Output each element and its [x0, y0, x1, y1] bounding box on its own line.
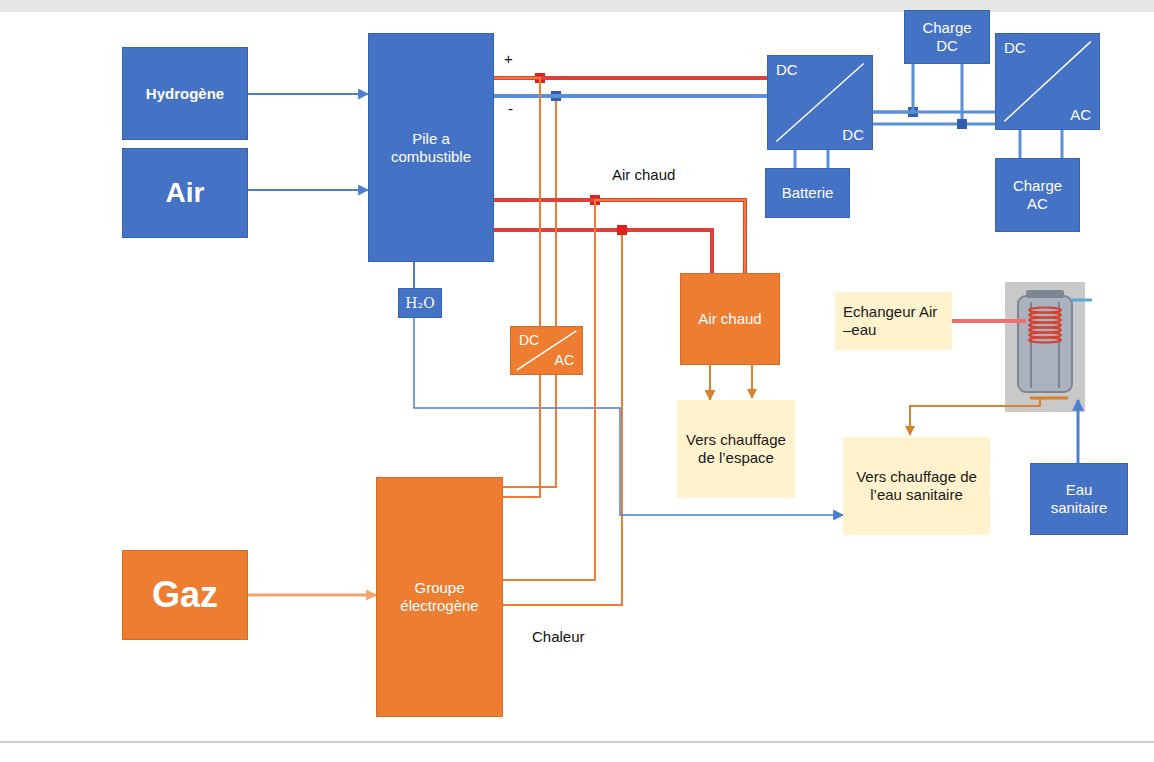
- connector-line: [873, 64, 913, 112]
- node-text: Groupe électrogène: [383, 579, 496, 615]
- node-text: AC: [1070, 106, 1091, 124]
- node-text: Gaz: [152, 573, 218, 616]
- exchanger-box: Echangeur Air –eau: [835, 292, 952, 350]
- input-box: Hydrogène: [122, 47, 248, 140]
- node-text: H₂O: [405, 295, 434, 312]
- wire: [503, 375, 556, 487]
- connector-arrow: [248, 93, 368, 95]
- connector-line: [1019, 130, 1022, 158]
- water-inlet: Eau sanitaire: [1030, 463, 1128, 535]
- fuel-cell: Pile a combustible: [368, 33, 494, 262]
- battery: Batterie: [765, 168, 850, 218]
- arrow: [910, 398, 1040, 435]
- wire: [873, 123, 995, 126]
- hot-air-pipe: [952, 319, 1026, 323]
- node-text: Eau sanitaire: [1037, 481, 1121, 517]
- connector-line: [794, 150, 797, 168]
- generator: Groupe électrogène: [376, 477, 503, 717]
- input-box: Air: [122, 148, 248, 238]
- connector-line: [413, 262, 415, 288]
- connector-line: [494, 78, 540, 326]
- dc-ac-converter: DC AC: [510, 326, 583, 375]
- heat-pipe: [503, 230, 622, 605]
- node-text: DC: [842, 126, 864, 144]
- node-text: Charge AC: [1002, 177, 1073, 213]
- node-text: Vers chauffage de l’eau sanitaire: [849, 468, 984, 504]
- water-tank: [1005, 282, 1092, 412]
- arrow: [1077, 400, 1080, 463]
- node-text: DC: [776, 61, 798, 79]
- output-box: Vers chauffage de l’espace: [677, 400, 795, 498]
- node-text: Hydrogène: [146, 85, 224, 103]
- node-text: Vers chauffage de l’espace: [683, 431, 789, 467]
- node-text: Air chaud: [698, 310, 761, 328]
- node-text: AC: [555, 352, 574, 369]
- hot-air-box: Air chaud: [680, 273, 780, 365]
- hot-air-pipe: [494, 230, 712, 273]
- ac-load: Charge AC: [995, 158, 1080, 232]
- connector-arrow: [709, 365, 711, 400]
- node-text: DC: [519, 332, 539, 349]
- connector-arrow: [248, 189, 368, 191]
- connector-line: [503, 375, 540, 497]
- terminal-sign: -: [508, 100, 513, 117]
- dc-dc-converter: DC DC: [767, 55, 873, 150]
- flow-label: Chaleur: [532, 628, 585, 645]
- arrow: [751, 365, 753, 398]
- node-text: Charge DC: [911, 19, 983, 55]
- node-text: Echangeur Air –eau: [843, 303, 944, 339]
- node-text: Air: [166, 176, 205, 210]
- connector-line: [494, 200, 745, 273]
- output-box: Vers chauffage de l’eau sanitaire: [843, 437, 990, 535]
- bottom-rule: [0, 741, 1154, 743]
- connector-line: [503, 200, 745, 580]
- dc-ac-converter: DC AC: [995, 33, 1100, 130]
- node-text: DC: [1004, 39, 1026, 57]
- dc-load: Charge DC: [904, 10, 990, 64]
- connector-line: [494, 94, 767, 98]
- wire: [1061, 130, 1064, 158]
- node-text: Batterie: [782, 184, 834, 202]
- terminal-sign: +: [504, 50, 513, 67]
- wire: [555, 96, 557, 326]
- water-outlet: H₂O: [398, 288, 442, 318]
- connector-arrow: [248, 594, 376, 597]
- wire: [827, 150, 830, 168]
- input-box: Gaz: [122, 550, 248, 640]
- node-text: Pile a combustible: [375, 130, 487, 166]
- flow-label: Air chaud: [612, 166, 675, 183]
- wire: [961, 64, 964, 124]
